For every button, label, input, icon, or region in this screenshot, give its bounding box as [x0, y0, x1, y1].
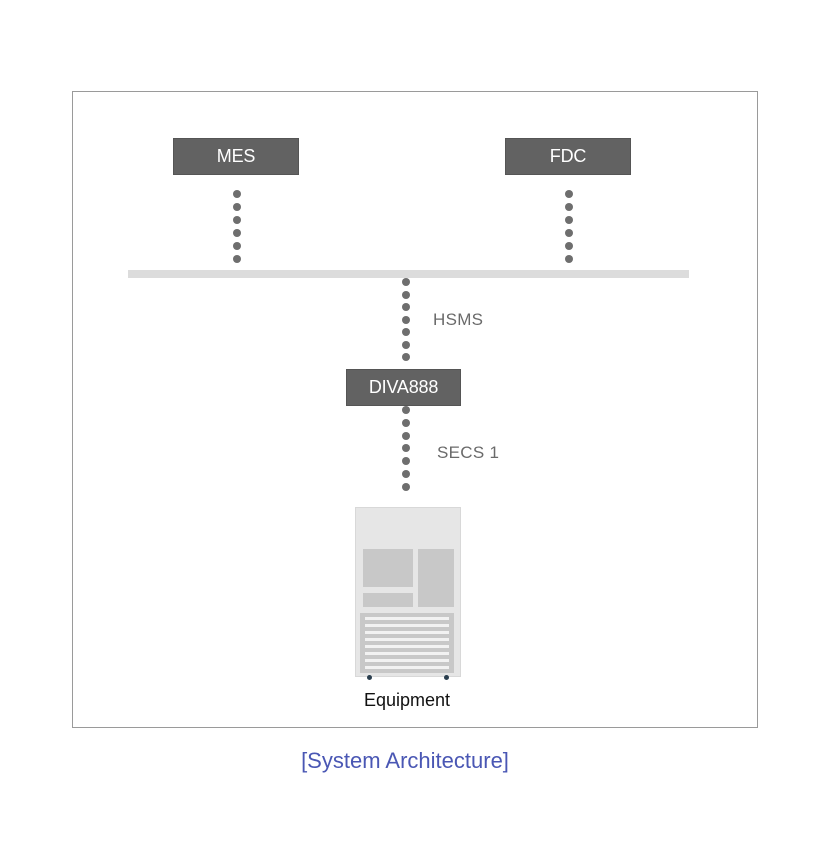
vent-slat	[365, 652, 449, 655]
vent-slat	[365, 631, 449, 634]
connector-dot	[565, 203, 573, 211]
connector-dot	[233, 190, 241, 198]
connector-dot	[402, 431, 410, 440]
mes-connector-dots	[231, 190, 243, 268]
secs-protocol-label: SECS 1	[437, 443, 500, 462]
connector-dot	[402, 353, 410, 361]
connector-dot	[565, 190, 573, 198]
vent-slat	[365, 638, 449, 641]
connector-dot	[565, 229, 573, 237]
equipment-foot	[444, 675, 449, 680]
vent-slat	[365, 666, 449, 669]
connector-dot	[233, 255, 241, 263]
hsms-protocol-label: HSMS	[433, 310, 484, 329]
connector-dot	[402, 482, 410, 491]
mes-node: MES	[173, 138, 299, 175]
equipment-label: Equipment	[363, 690, 451, 710]
connector-dot	[233, 216, 241, 224]
fdc-node: FDC	[505, 138, 631, 175]
connector-dot	[402, 470, 410, 478]
connector-dot	[402, 303, 410, 311]
vent-slat	[365, 645, 449, 648]
equipment-panel	[363, 549, 413, 587]
connector-dot	[233, 229, 241, 237]
equipment-panel	[363, 593, 413, 607]
connector-dot	[402, 278, 410, 286]
connector-dot	[565, 255, 573, 263]
vent-slat	[365, 659, 449, 662]
connector-dot	[565, 216, 573, 224]
secs-connector-dots	[400, 406, 412, 496]
diva888-gateway-node: DIVA888	[346, 369, 461, 406]
connector-dot	[402, 290, 410, 299]
equipment-panel	[418, 549, 454, 607]
equipment-icon	[355, 507, 461, 680]
connector-dot	[402, 340, 410, 349]
equipment-foot	[367, 675, 372, 680]
connector-dot	[402, 457, 410, 466]
connector-dot	[233, 203, 241, 211]
connector-dot	[565, 242, 573, 250]
diagram-caption: [System Architecture]	[301, 748, 509, 773]
connector-dot	[233, 242, 241, 250]
connector-dot	[402, 418, 410, 427]
fdc-connector-dots	[563, 190, 575, 268]
vent-slat	[365, 617, 449, 620]
vent-slat	[365, 624, 449, 627]
hsms-connector-dots	[400, 278, 412, 366]
connector-dot	[402, 328, 410, 336]
connector-dot	[402, 315, 410, 324]
network-bus	[128, 270, 689, 278]
connector-dot	[402, 406, 410, 414]
connector-dot	[402, 444, 410, 453]
equipment-vent-grille	[360, 613, 454, 673]
